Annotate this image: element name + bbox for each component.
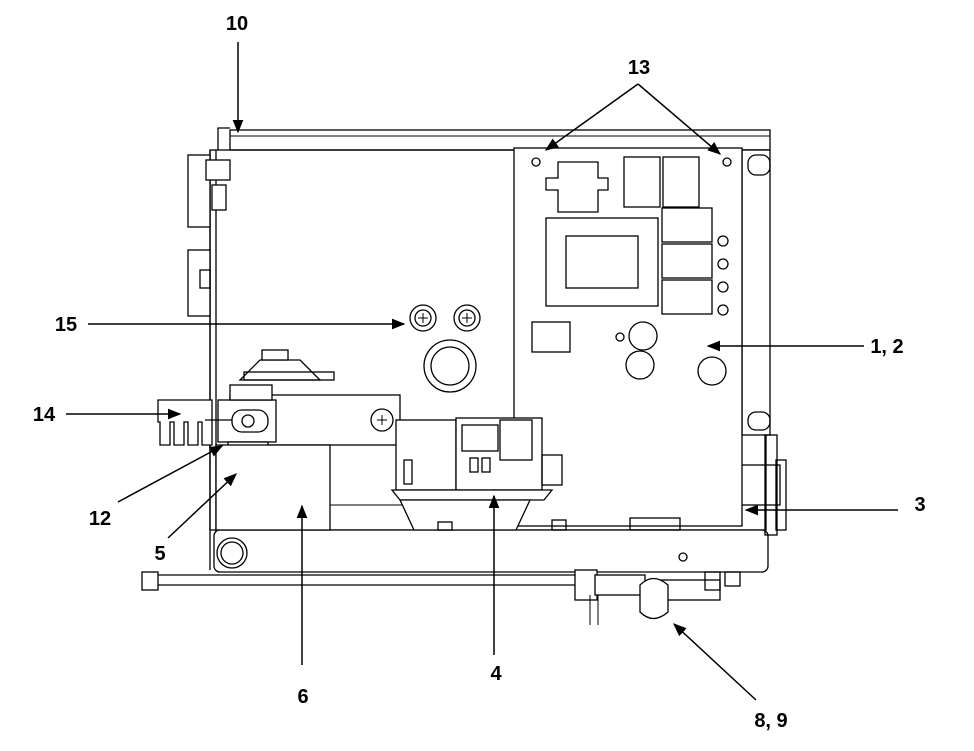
leader-12 <box>117 445 224 503</box>
callout-8-9: 8, 9 <box>754 710 787 732</box>
callout-14: 14 <box>33 404 56 426</box>
leader-lines <box>66 42 898 701</box>
callout-13: 13 <box>628 57 650 79</box>
callout-6: 6 <box>297 686 308 708</box>
screws <box>409 304 481 393</box>
burner-assembly <box>157 349 516 531</box>
leader-13-left <box>544 83 639 151</box>
leader-5 <box>167 473 237 539</box>
base-rail <box>141 434 787 625</box>
leader-13-right <box>637 83 722 155</box>
callout-12: 12 <box>89 508 111 530</box>
callout-4: 4 <box>490 663 502 685</box>
callout-labels: 10 13 15 1, 2 14 12 5 3 6 4 8, 9 <box>33 13 926 732</box>
callout-15: 15 <box>55 314 77 336</box>
callout-10: 10 <box>226 13 248 35</box>
callout-5: 5 <box>154 543 165 565</box>
callout-3: 3 <box>914 494 925 516</box>
control-board <box>513 147 743 527</box>
leader-8-9 <box>673 623 757 701</box>
callout-1-2: 1, 2 <box>870 336 903 358</box>
